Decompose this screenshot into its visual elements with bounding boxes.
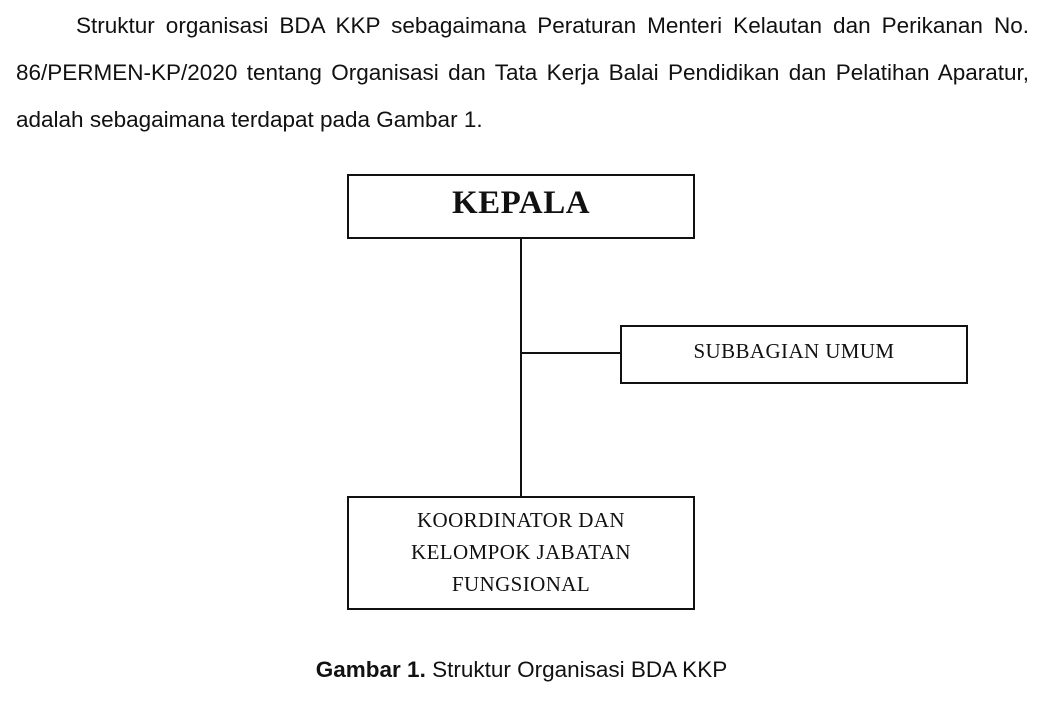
org-box-kepala: KEPALA <box>347 174 695 239</box>
org-box-kelompok-jabatan-fungsional: KOORDINATOR DAN KELOMPOK JABATAN FUNGSIO… <box>347 496 695 610</box>
org-box-line-3: FUNGSIONAL <box>451 572 591 596</box>
figure-caption-text: Struktur Organisasi BDA KKP <box>432 657 728 682</box>
body-paragraph: Struktur organisasi BDA KKP sebagaimana … <box>16 13 1029 132</box>
figure-caption: Gambar 1. Struktur Organisasi BDA KKP <box>0 652 1043 688</box>
org-connector-horizontal <box>521 352 621 354</box>
org-connector-vertical <box>520 238 522 497</box>
org-box-line-1: KOORDINATOR DAN <box>416 508 626 532</box>
org-box-line-2: KELOMPOK JABATAN <box>411 540 631 564</box>
org-box-subbagian-umum: SUBBAGIAN UMUM <box>620 325 968 384</box>
org-box-kelompok-jabatan-fungsional-label: KOORDINATOR DAN KELOMPOK JABATAN FUNGSIO… <box>411 504 631 600</box>
org-box-subbagian-umum-label: SUBBAGIAN UMUM <box>693 339 895 363</box>
org-box-kepala-label: KEPALA <box>451 185 591 221</box>
figure-caption-label: Gambar 1. <box>315 657 426 682</box>
